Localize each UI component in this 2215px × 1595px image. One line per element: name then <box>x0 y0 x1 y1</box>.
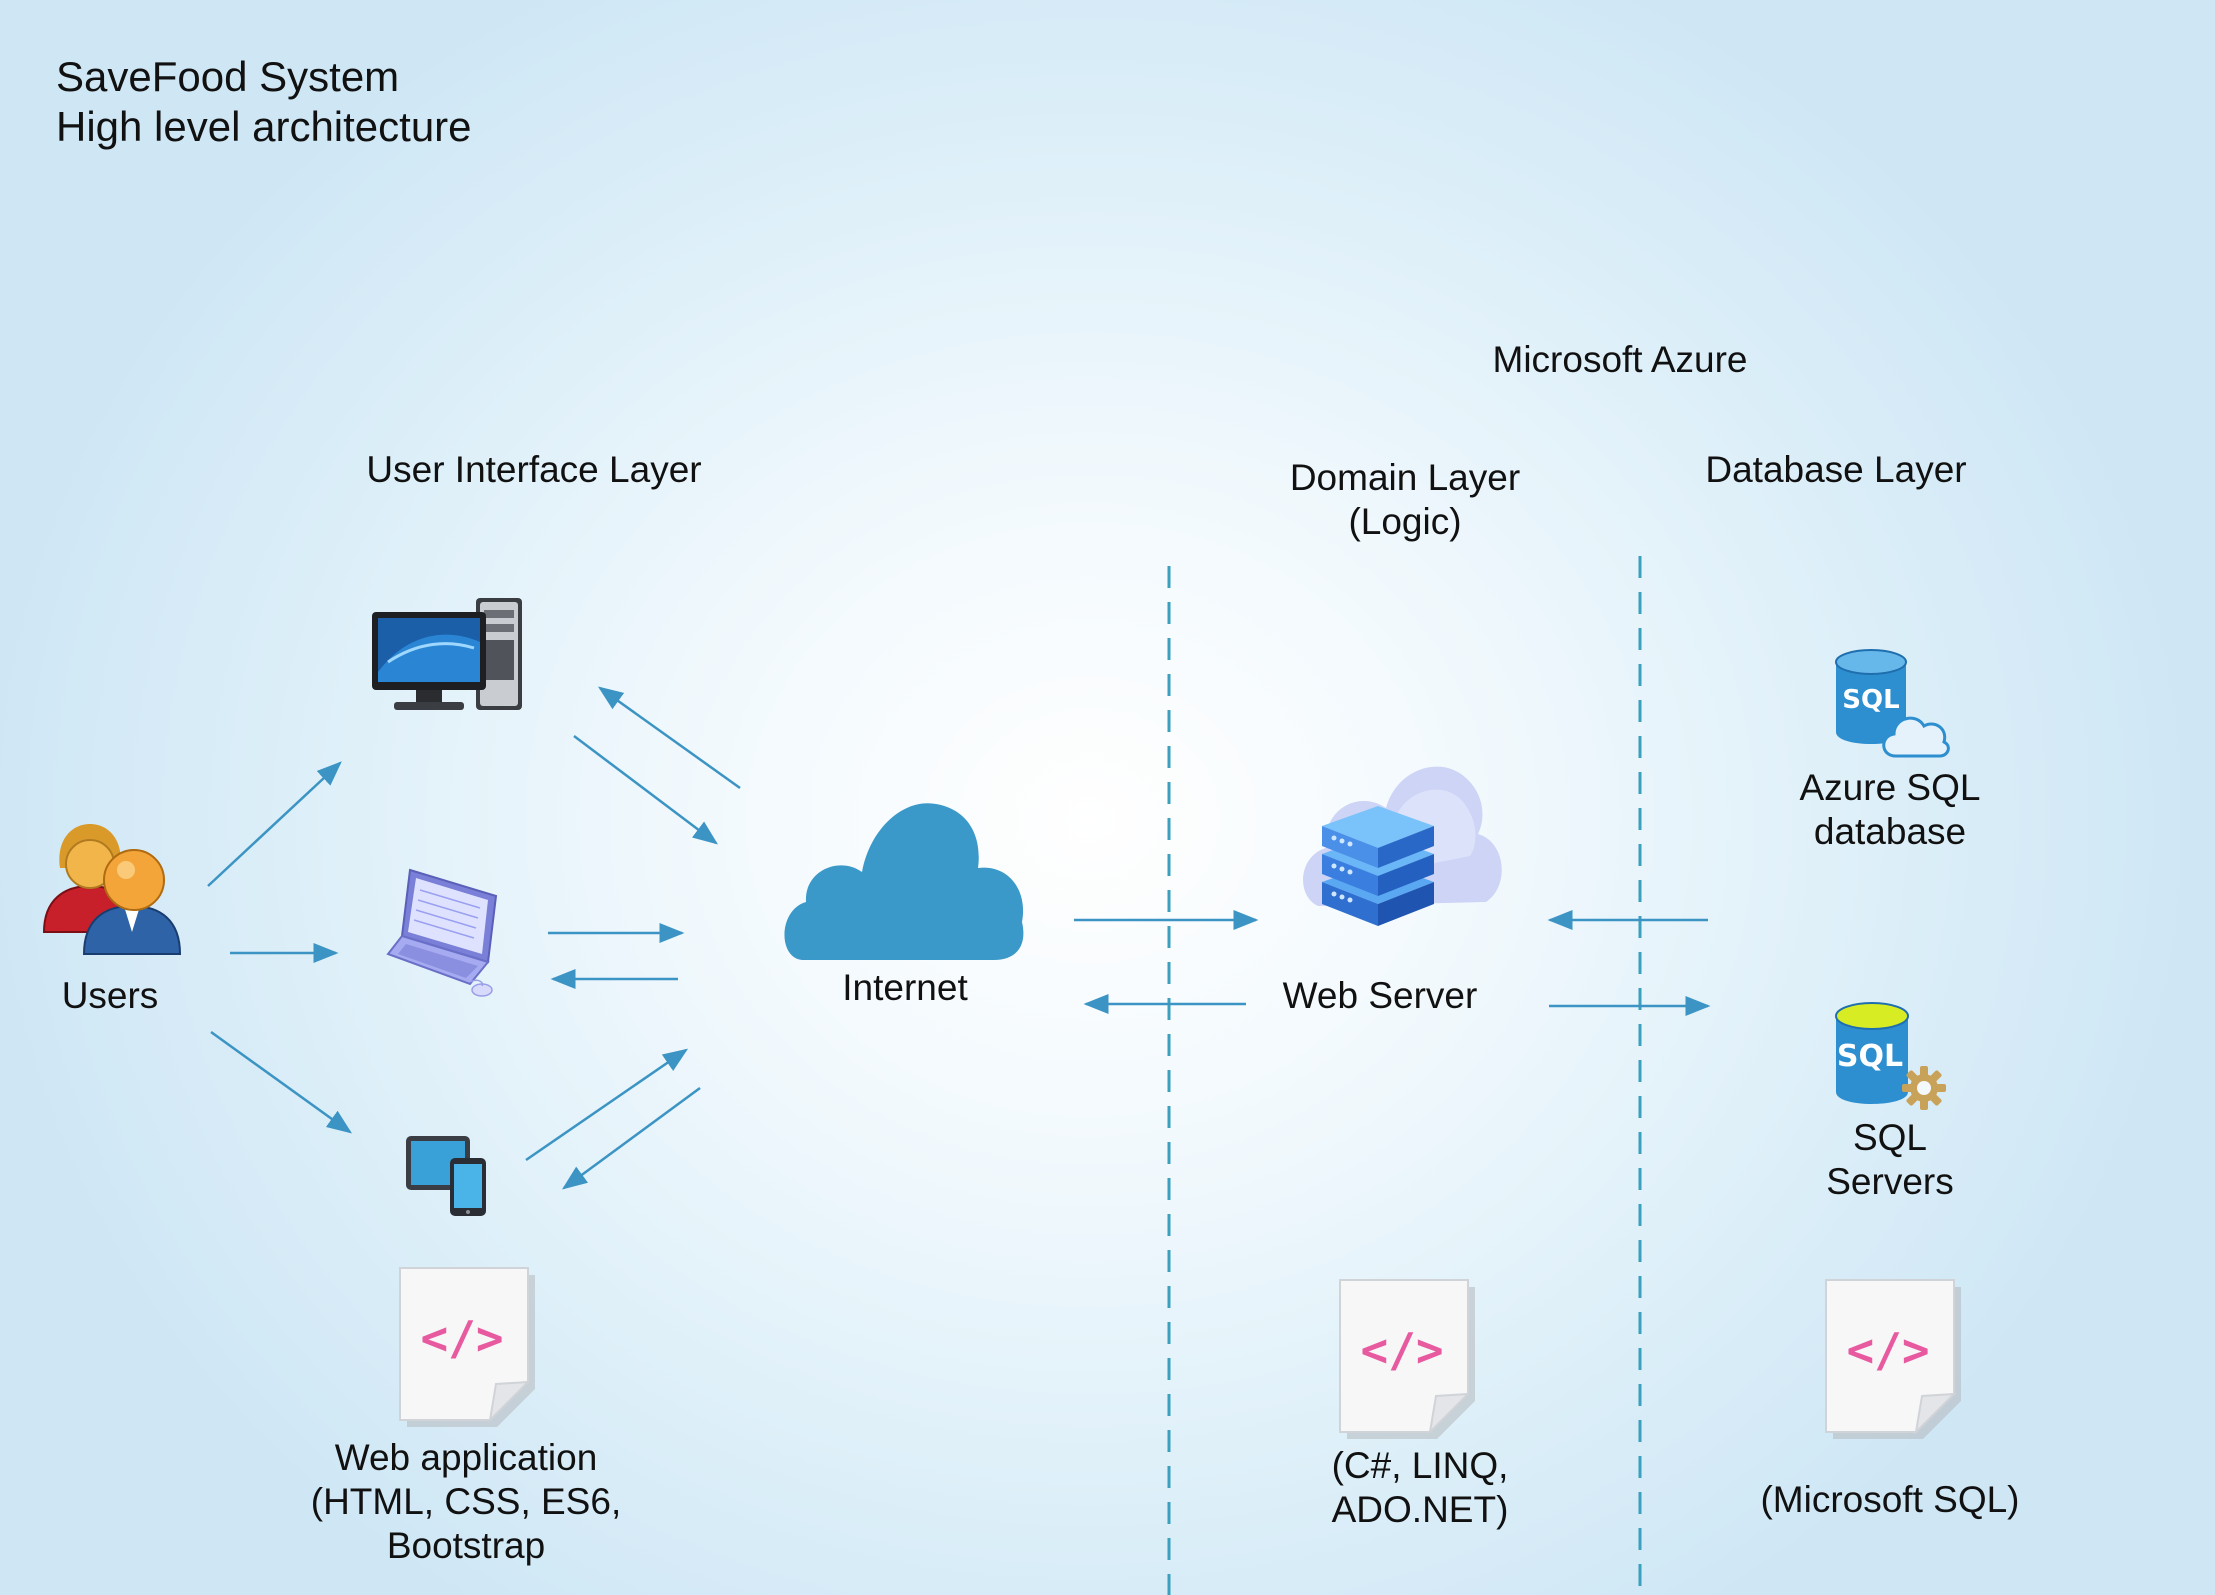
arrow-internet-to-desktop <box>597 686 741 790</box>
azure-heading: Microsoft Azure <box>1492 339 1748 380</box>
database-code-file-icon: </> <box>1825 1279 1961 1439</box>
arrow-desktop-to-internet <box>573 735 718 845</box>
internet-label: Internet <box>842 967 968 1008</box>
ui-layer-heading: User Interface Layer <box>366 449 702 490</box>
ui-tech-label: Web application (HTML, CSS, ES6, Bootstr… <box>310 1437 622 1566</box>
svg-text:SQL: SQL <box>1837 1039 1903 1074</box>
tablet-phone-icon[interactable] <box>404 1132 490 1218</box>
db-tech-label: (Microsoft SQL) <box>1760 1479 2020 1520</box>
code-glyph: </> <box>1360 1323 1443 1377</box>
laptop-icon[interactable] <box>386 866 506 1002</box>
diagram-title: SaveFood System High level architecture <box>56 53 472 150</box>
users-icon <box>42 824 182 955</box>
arrow-users-to-desktop <box>207 761 342 887</box>
arrow-tablet-to-internet <box>525 1048 689 1162</box>
azure-sql-label: Azure SQL database <box>1799 767 1981 852</box>
sql-server-icon: SQL <box>1835 1002 1946 1110</box>
users-label: Users <box>61 975 159 1016</box>
sql-servers-label: SQL Servers <box>1826 1117 1954 1202</box>
svg-text:SQL: SQL <box>1842 685 1899 715</box>
domain-tech-label: (C#, LINQ, ADO.NET) <box>1331 1445 1509 1530</box>
code-file-icon: </> <box>399 1267 535 1427</box>
code-glyph: </> <box>420 1311 503 1365</box>
cloud-icon <box>784 803 1024 960</box>
sql-cloud-database-icon: SQL <box>1835 649 1950 758</box>
arrow-internet-to-tablet <box>561 1086 701 1190</box>
cloud-server-icon <box>1303 766 1502 926</box>
database-layer-heading: Database Layer <box>1705 449 1967 490</box>
desktop-computer-icon[interactable] <box>368 592 528 720</box>
webserver-label: Web Server <box>1282 975 1478 1016</box>
domain-code-file-icon: </> <box>1339 1279 1475 1439</box>
arrow-users-to-tablet <box>210 1030 353 1134</box>
domain-layer-heading: Domain Layer (Logic) <box>1289 457 1521 542</box>
code-glyph: </> <box>1846 1323 1929 1377</box>
